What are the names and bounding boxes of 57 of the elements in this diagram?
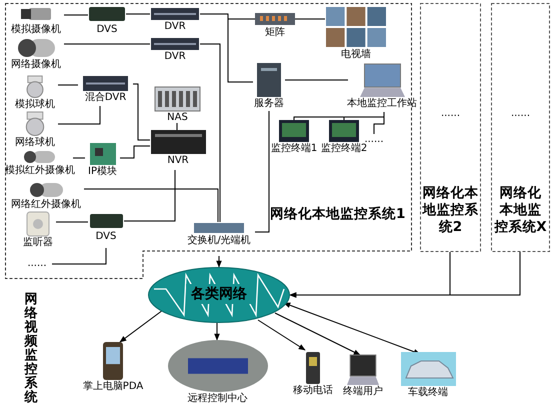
ellipsis-text: ...... — [510, 108, 532, 119]
device-label: NVR — [166, 155, 190, 167]
group-title: 网络化本地监控系统1 — [270, 205, 406, 223]
connector-line — [200, 44, 220, 222]
device-label: 终端用户 — [342, 386, 384, 398]
device-label: 模拟球机 — [14, 99, 56, 111]
device-label: IP模块 — [87, 166, 118, 178]
connector-line — [58, 84, 78, 86]
device-label: 网络摄像机 — [10, 59, 62, 71]
arrow — [214, 322, 220, 341]
group-title: 网络化本地监控系统2 — [422, 185, 479, 236]
device-label: 服务器 — [253, 98, 285, 110]
arrow — [119, 310, 164, 342]
device-label: 车载终端 — [407, 387, 449, 399]
device-label: DVS — [96, 24, 118, 36]
device-label: 监听器 — [22, 237, 54, 249]
device-label: 网络球机 — [14, 137, 56, 149]
connector-line — [58, 106, 100, 124]
ellipsis-text: ...... — [26, 258, 48, 270]
connector-line — [254, 110, 270, 232]
connector-line — [120, 146, 150, 158]
connector-line — [124, 170, 176, 222]
arrow — [258, 320, 306, 350]
connector-line — [176, 122, 178, 130]
vertical-title: 网络视频监控系统 — [24, 293, 38, 405]
device-label: 监控终端1 — [270, 143, 318, 155]
device-label: 混合DVR — [84, 92, 128, 104]
device-label: 模拟红外摄像机 — [5, 165, 73, 177]
device-label: 交换机/光端机 — [186, 235, 252, 247]
network-label: 各类网络 — [186, 284, 252, 304]
arrow — [274, 312, 361, 356]
device-label: DVS — [94, 231, 118, 243]
device-label: 远程控制中心 — [186, 393, 248, 405]
device-label: 监控终端2 — [320, 143, 368, 155]
device-label: 掌上电脑PDA — [82, 381, 144, 393]
connector-line — [200, 14, 254, 82]
group-title: 网络化本地监控系统X — [493, 185, 548, 236]
device-label: DVR — [163, 21, 187, 33]
connector-line — [374, 112, 384, 134]
device-label: 本地监控工作站 — [346, 98, 418, 110]
ellipsis-text: ...... — [440, 108, 462, 119]
device-label: 移动电话 — [292, 385, 334, 397]
connector-line — [132, 84, 150, 140]
connector-line — [84, 188, 218, 222]
connector-line — [64, 14, 88, 16]
device-label: 电视墙 — [340, 49, 372, 61]
device-label: DVR — [163, 51, 187, 63]
connector-line — [294, 18, 326, 20]
device-label: 网络红外摄像机 — [10, 199, 82, 211]
ellipsis-text: ...... — [364, 134, 385, 145]
device-label: 矩阵 — [264, 27, 286, 39]
arrow — [289, 252, 520, 298]
arrow — [283, 302, 421, 354]
device-label: 模拟摄像机 — [10, 24, 62, 36]
connector-line — [52, 248, 106, 264]
device-label: NAS — [166, 112, 189, 124]
arrow — [216, 256, 222, 268]
